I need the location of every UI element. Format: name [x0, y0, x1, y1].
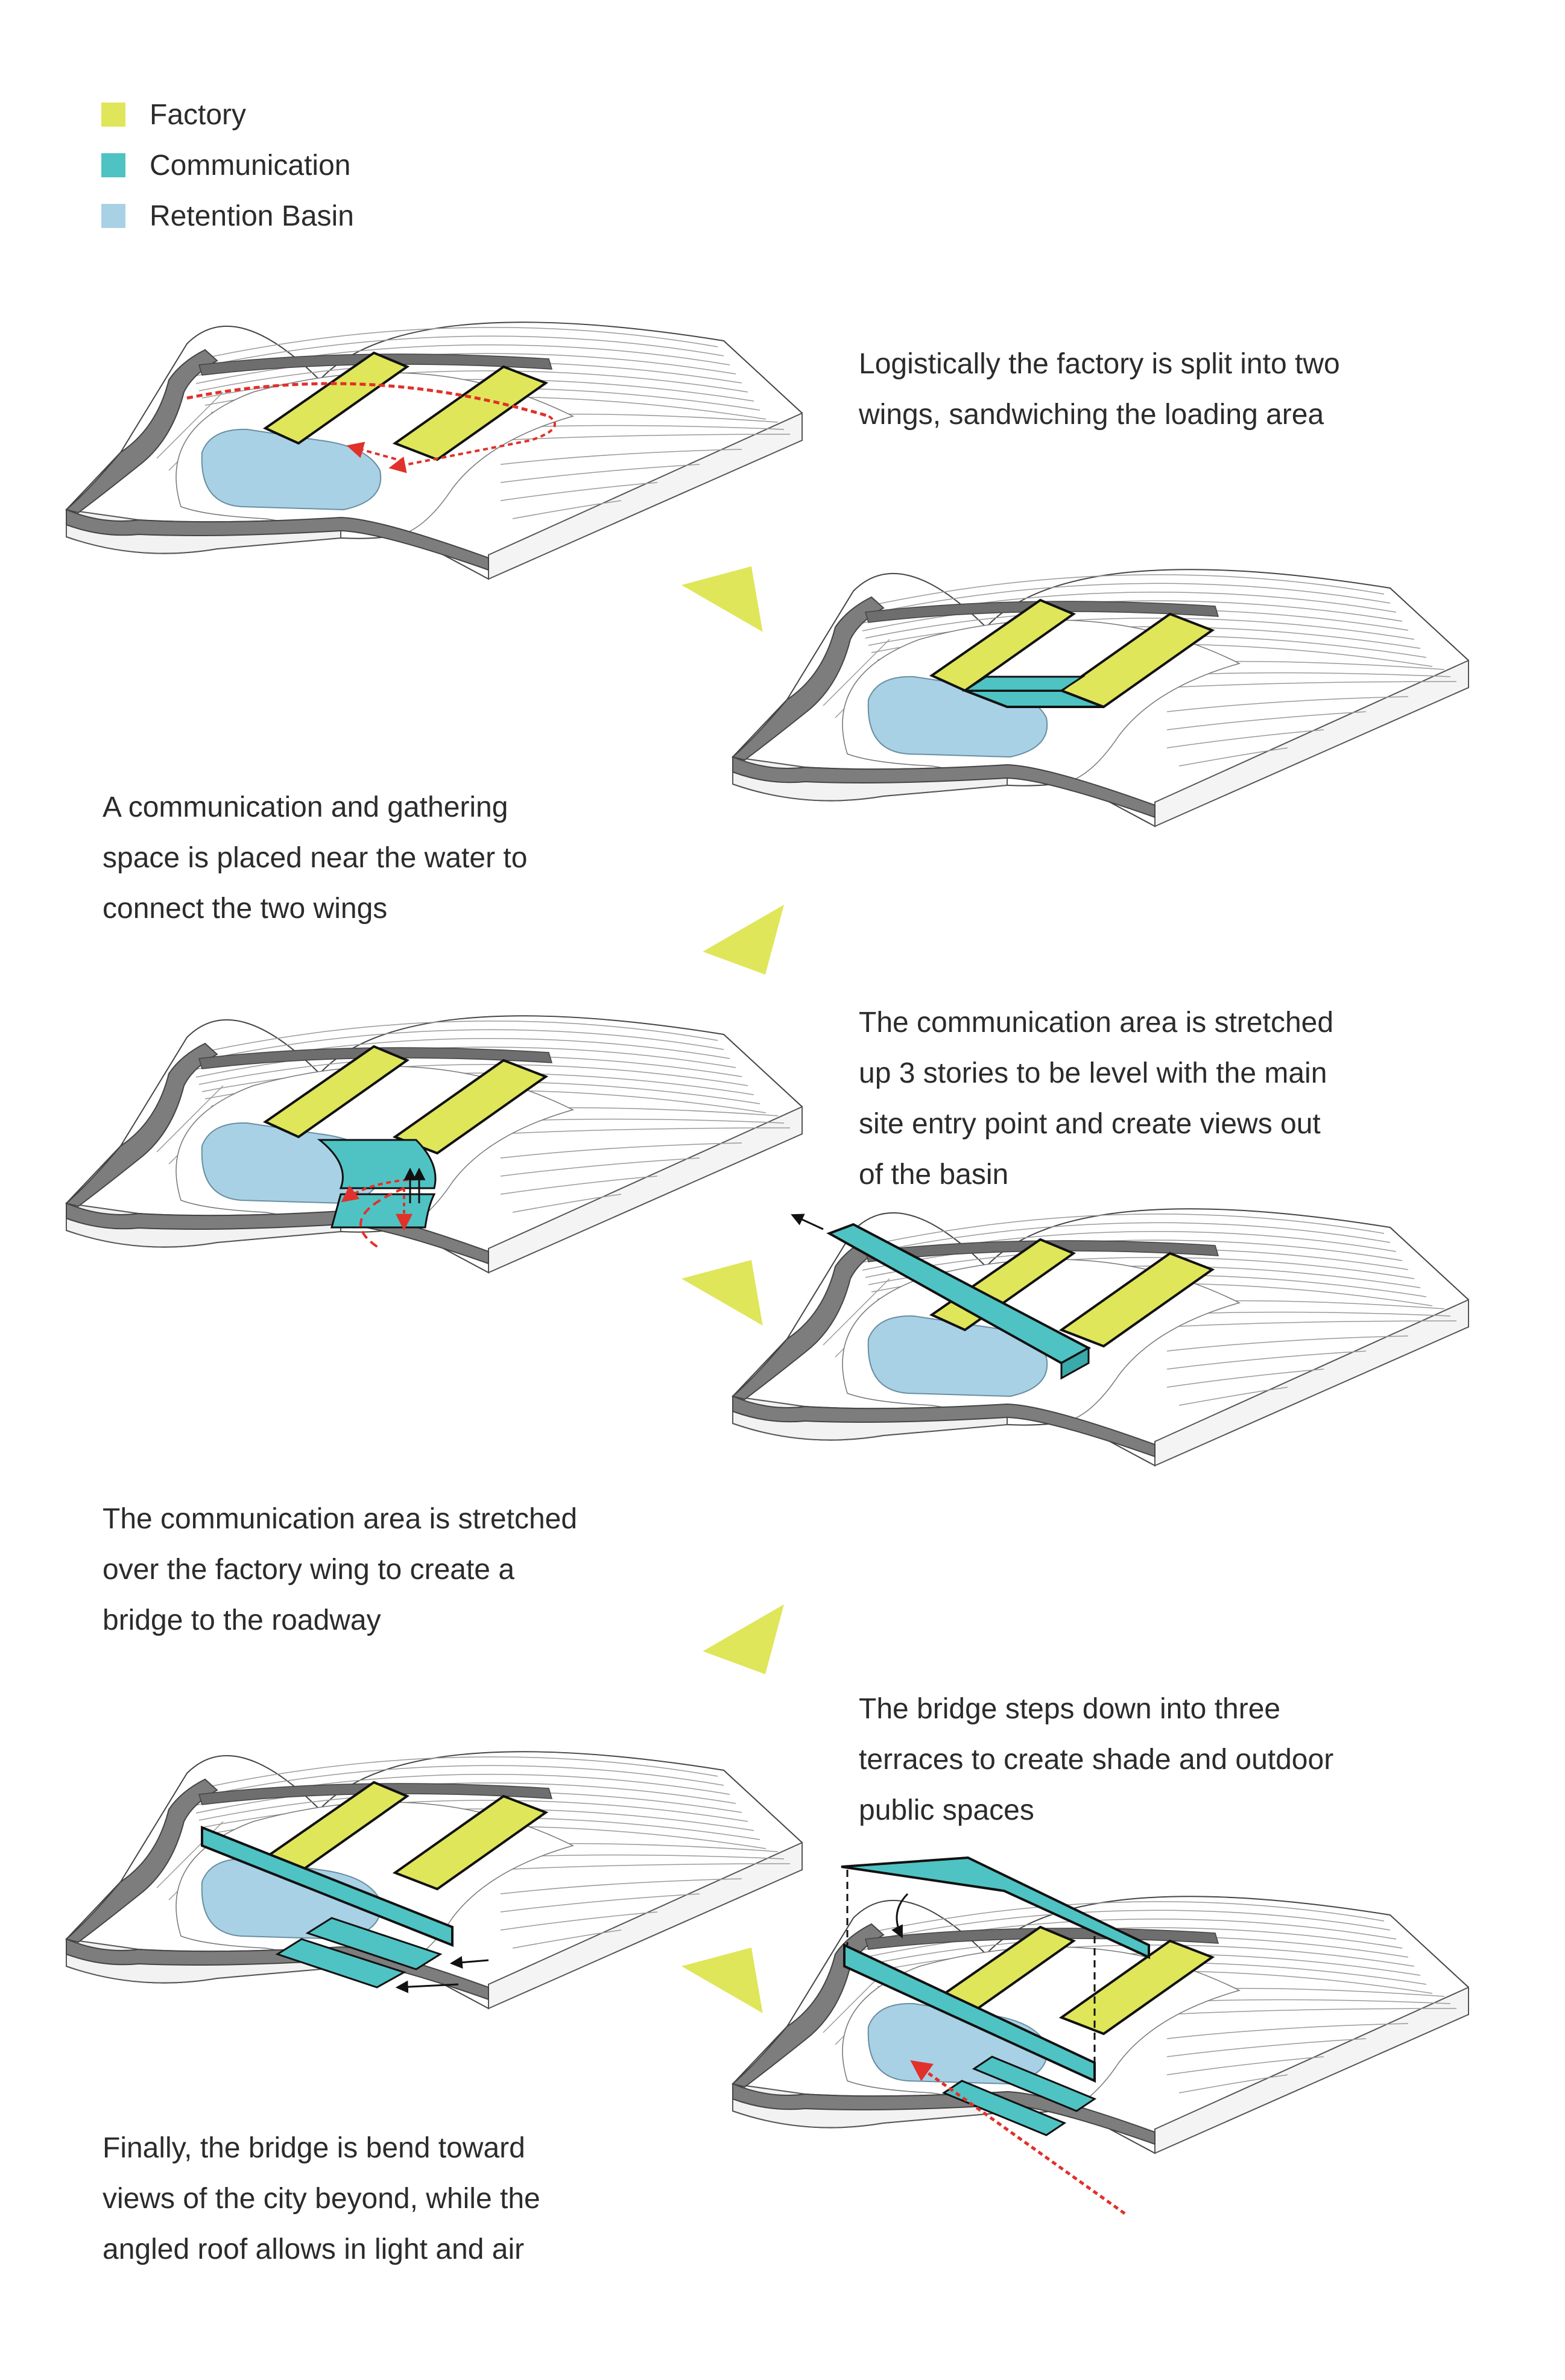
step-6-caption: Finally, the bridge is bend toward views…: [103, 2132, 540, 2265]
legend-swatch-retention-basin: [101, 204, 125, 228]
legend-label: Factory: [150, 98, 247, 131]
transition-arrow-3: [681, 1259, 769, 1343]
site-model-step-3: [66, 1015, 803, 1273]
legend: Factory Communication Retention Basin: [101, 89, 354, 241]
step-2-caption: A communication and gathering space is p…: [103, 791, 528, 925]
site-model-step-1: [66, 321, 803, 580]
step-3-caption: The communication area is stretched up 3…: [859, 1007, 1334, 1191]
site-model-step-6: [732, 1856, 1469, 2215]
step-1-caption: Logistically the factory is split into t…: [859, 348, 1340, 431]
legend-swatch-factory: [101, 103, 125, 127]
transition-arrow-1: [681, 566, 769, 650]
step-5-caption: The bridge steps down into three terrace…: [859, 1693, 1334, 1826]
site-model-step-5: [66, 1751, 803, 2009]
site-model-step-2: [732, 569, 1469, 827]
transition-arrow-2: [701, 887, 784, 975]
legend-swatch-communication: [101, 153, 125, 177]
legend-item-communication: Communication: [101, 140, 354, 191]
transition-arrow-4: [701, 1587, 784, 1674]
site-model-step-4: [732, 1208, 1469, 1466]
legend-item-factory: Factory: [101, 89, 354, 140]
transition-arrow-5: [681, 1947, 769, 2031]
legend-item-retention-basin: Retention Basin: [101, 191, 354, 241]
legend-label: Communication: [150, 149, 351, 182]
legend-label: Retention Basin: [150, 200, 354, 232]
step-4-caption: The communication area is stretched over…: [103, 1503, 578, 1636]
